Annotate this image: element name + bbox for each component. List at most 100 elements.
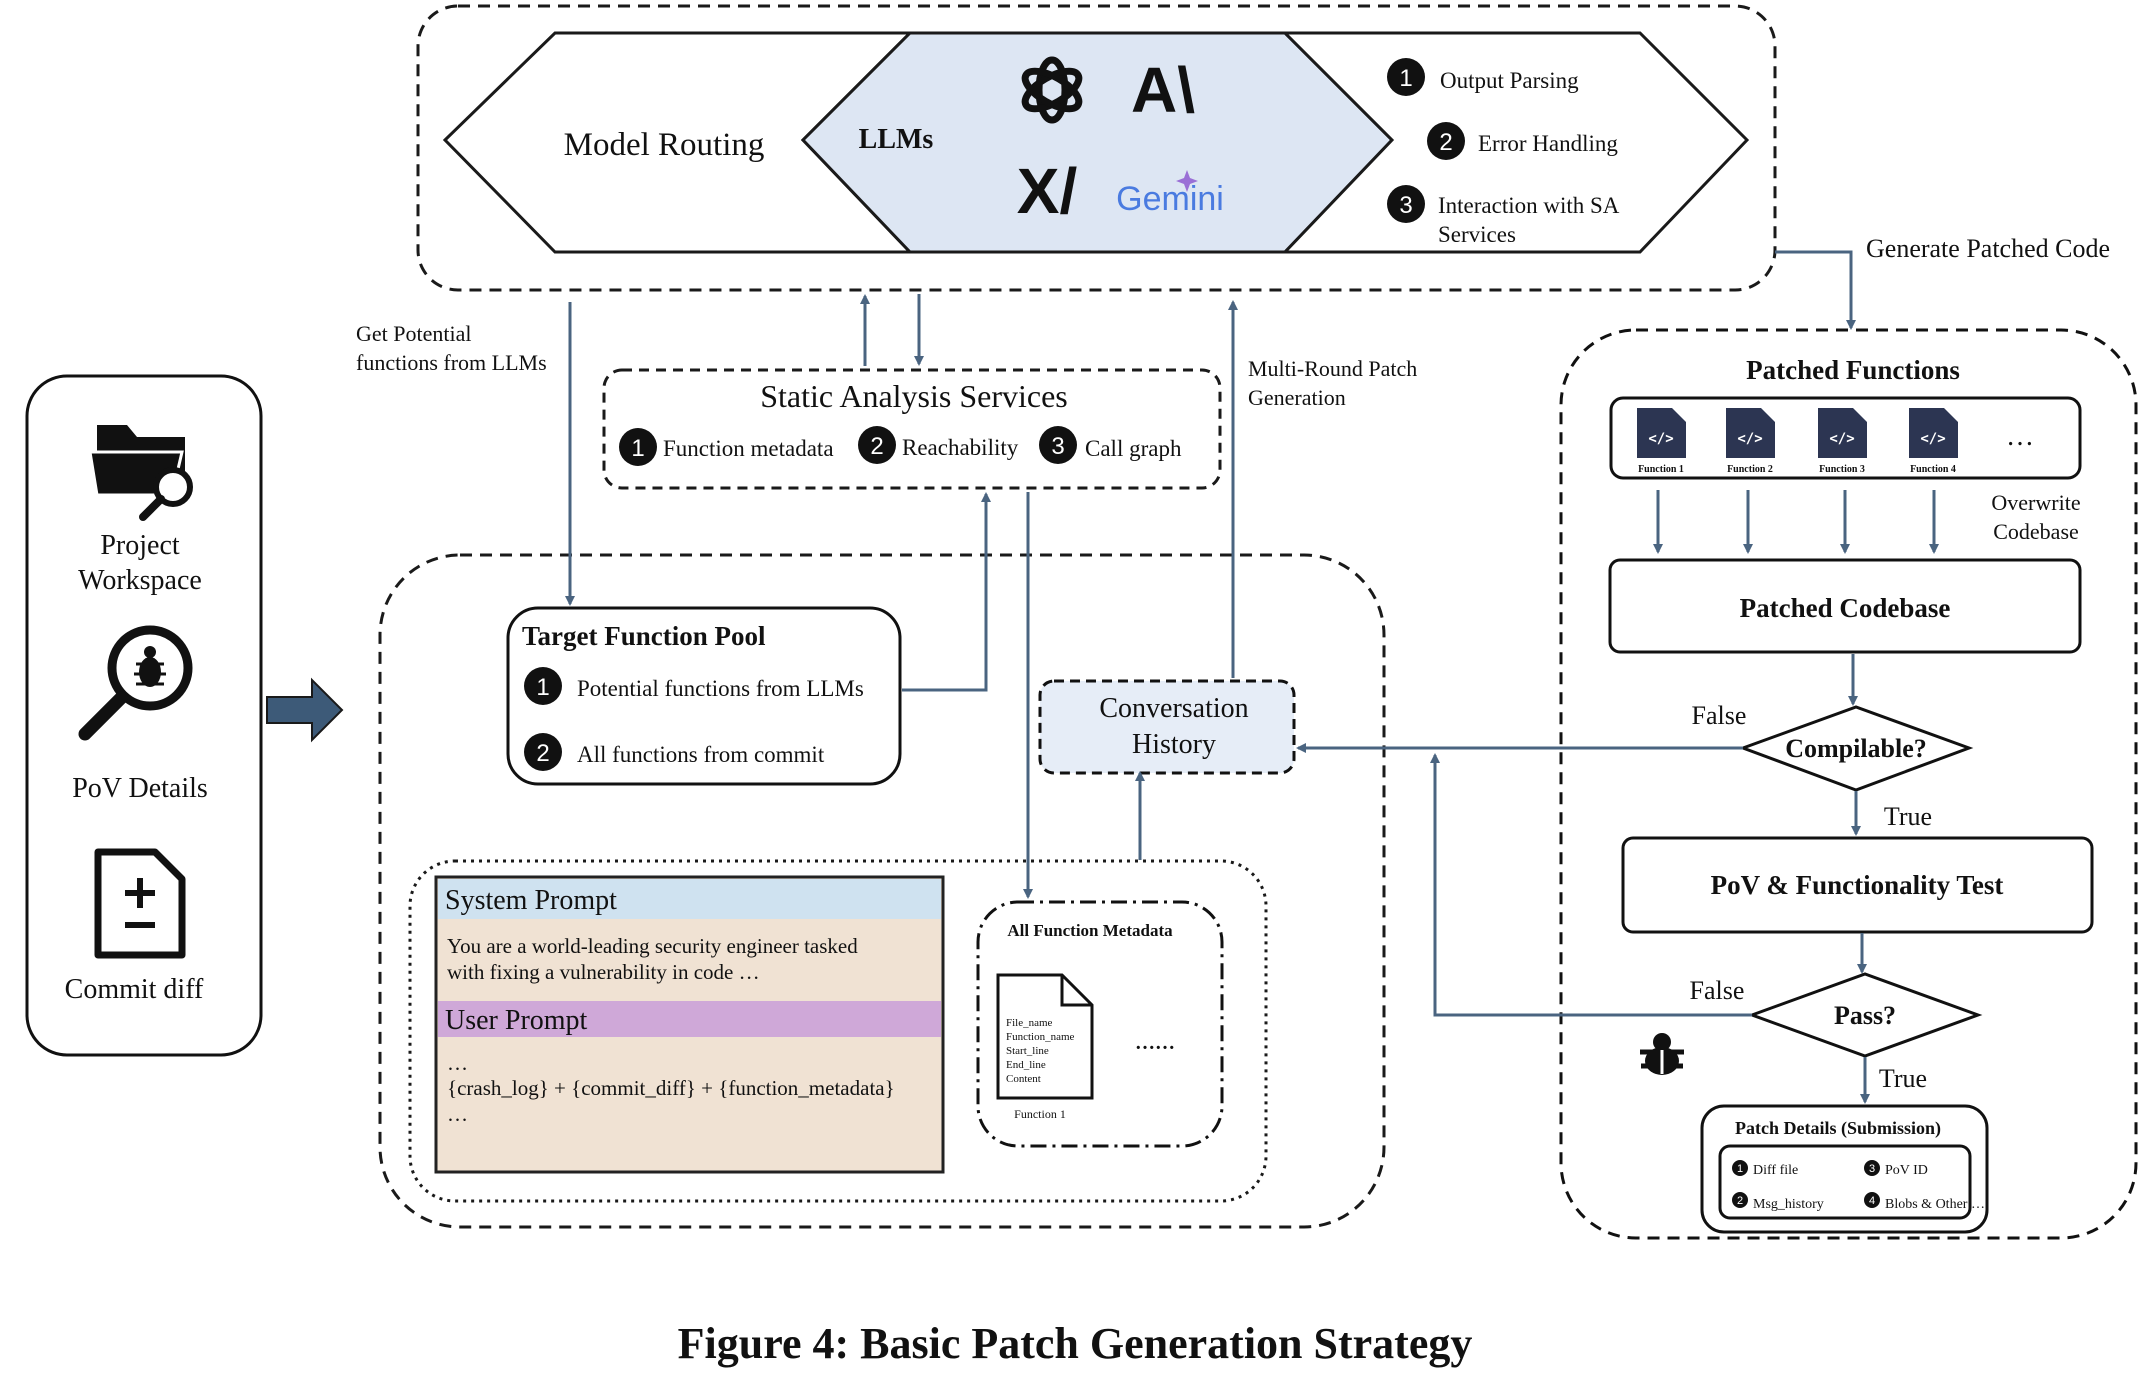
folder-search-icon bbox=[88, 425, 193, 521]
input-arrow-icon bbox=[266, 677, 344, 743]
metadata-file-caption: Function 1 bbox=[1014, 1107, 1066, 1121]
submission-items-box bbox=[1718, 1144, 1972, 1220]
overwrite-label-2: Codebase bbox=[1993, 519, 2079, 544]
sub-2-text: Msg_history bbox=[1753, 1197, 1824, 1212]
target-pool-title: Target Function Pool bbox=[522, 621, 766, 651]
pov-test-label: PoV & Functionality Test bbox=[1711, 870, 2004, 900]
patched-function-4: </> Function 4 bbox=[1909, 408, 1958, 475]
patched-function-2: </> Function 2 bbox=[1726, 408, 1775, 475]
system-prompt-line-2: with fixing a vulnerability in code … bbox=[447, 960, 760, 984]
step-error-handling: 2 Error Handling bbox=[1427, 122, 1618, 160]
sub-3-text: PoV ID bbox=[1885, 1163, 1928, 1178]
metadata-field-4: End_line bbox=[1006, 1059, 1046, 1071]
overwrite-label-1: Overwrite bbox=[1991, 490, 2080, 515]
function-file-icon bbox=[1909, 408, 1958, 458]
step-2-badge bbox=[1427, 122, 1465, 160]
sa-2-number: 2 bbox=[870, 433, 883, 460]
target-function-pool bbox=[506, 606, 902, 786]
conversation-label-1: Conversation bbox=[1099, 693, 1248, 724]
step-output-parsing: 1 Output Parsing bbox=[1387, 58, 1579, 96]
pov-details-label: PoV Details bbox=[72, 773, 208, 804]
patched-panel bbox=[1559, 328, 2138, 1240]
conversation-label-2: History bbox=[1132, 729, 1216, 760]
sa-1-text: Function metadata bbox=[663, 436, 834, 461]
sa-1-badge bbox=[619, 428, 657, 466]
pass-label: Pass? bbox=[1834, 1001, 1896, 1030]
tp-2-number: 2 bbox=[536, 740, 549, 767]
function-file-icon bbox=[1726, 408, 1775, 458]
sub-2-badge bbox=[1732, 1192, 1748, 1208]
patched-function-1: </> Function 1 bbox=[1637, 408, 1686, 475]
system-prompt-title: System Prompt bbox=[445, 885, 617, 916]
user-prompt-line-1: … bbox=[447, 1051, 468, 1075]
pass-decision bbox=[1747, 972, 1983, 1058]
prompt-area-container bbox=[408, 859, 1268, 1203]
submission-title: Patch Details (Submission) bbox=[1735, 1118, 1941, 1139]
sub-1-number: 1 bbox=[1737, 1163, 1743, 1175]
model-routing-label: Model Routing bbox=[564, 127, 765, 163]
work-area-container bbox=[378, 553, 1386, 1229]
sa-3-text: Call graph bbox=[1085, 436, 1182, 461]
patched-function-1-label: Function 1 bbox=[1638, 464, 1684, 475]
metadata-file-fold bbox=[1060, 975, 1092, 1007]
patched-function-3-label: Function 3 bbox=[1819, 464, 1865, 475]
arrow-pass-false-to-conversation bbox=[1430, 753, 1752, 1017]
step-1-text: Output Parsing bbox=[1440, 68, 1579, 93]
function-file-icon bbox=[1637, 408, 1686, 458]
function-file-icon bbox=[1818, 408, 1867, 458]
multi-round-label-1: Multi-Round Patch bbox=[1248, 356, 1417, 381]
user-prompt-line-2: {crash_log} + {commit_diff} + {function_… bbox=[447, 1076, 895, 1100]
step-1-number: 1 bbox=[1399, 65, 1412, 92]
static-analysis-title: Static Analysis Services bbox=[760, 378, 1068, 414]
sa-1-number: 1 bbox=[631, 435, 644, 462]
step-3-badge bbox=[1387, 185, 1425, 223]
xai-logo-icon: X/ bbox=[1017, 155, 1078, 227]
project-workspace-label-1: Project bbox=[100, 530, 180, 561]
user-prompt-header bbox=[438, 1001, 941, 1037]
user-prompt-title: User Prompt bbox=[445, 1005, 588, 1036]
metadata-ellipsis: …… bbox=[1135, 1032, 1175, 1054]
function-code-icon: </> bbox=[1648, 431, 1673, 447]
sub-4-number: 4 bbox=[1869, 1195, 1875, 1207]
metadata-field-2: Function_name bbox=[1006, 1031, 1075, 1043]
patched-codebase-label: Patched Codebase bbox=[1740, 593, 1951, 623]
sub-4-text: Blobs & Other … bbox=[1885, 1197, 1985, 1212]
step-3-text-line2: Services bbox=[1438, 222, 1516, 247]
pass-false-label: False bbox=[1690, 976, 1745, 1005]
step-3-number: 3 bbox=[1399, 192, 1412, 219]
inputs-panel bbox=[25, 374, 263, 1057]
sa-3-number: 3 bbox=[1051, 433, 1064, 460]
compilable-decision bbox=[1738, 705, 1974, 792]
metadata-field-5: Content bbox=[1006, 1073, 1041, 1085]
step-2-number: 2 bbox=[1439, 129, 1452, 156]
step-interaction-sa: 3 Interaction with SA Services bbox=[1387, 185, 1620, 247]
pov-functionality-test-box bbox=[1621, 836, 2094, 934]
generate-patched-code-label: Generate Patched Code bbox=[1866, 234, 2110, 263]
multi-round-label-2: Generation bbox=[1248, 385, 1346, 410]
sub-1-text: Diff file bbox=[1753, 1163, 1798, 1178]
llm-routing-container bbox=[416, 4, 1777, 292]
gemini-sparkle-icon bbox=[1176, 170, 1198, 192]
project-workspace-label-2: Workspace bbox=[78, 565, 202, 596]
gemini-logo-icon: Gemini bbox=[1116, 180, 1224, 218]
compilable-true-label: True bbox=[1884, 802, 1932, 831]
sub-3-number: 3 bbox=[1869, 1163, 1875, 1175]
patched-functions-title: Patched Functions bbox=[1746, 355, 1960, 385]
sub-2-number: 2 bbox=[1737, 1195, 1743, 1207]
sa-2-text: Reachability bbox=[902, 435, 1019, 460]
patched-function-3: </> Function 3 bbox=[1818, 408, 1867, 475]
patched-function-4-label: Function 4 bbox=[1910, 464, 1956, 475]
bug-search-icon bbox=[78, 625, 193, 741]
sa-3-badge bbox=[1039, 426, 1077, 464]
user-prompt-line-3: … bbox=[447, 1102, 468, 1126]
function-code-icon: </> bbox=[1829, 431, 1854, 447]
anthropic-logo-icon: A\ bbox=[1131, 54, 1195, 126]
function-code-icon: </> bbox=[1737, 431, 1762, 447]
sa-2-badge bbox=[858, 426, 896, 464]
sub-4-badge bbox=[1864, 1192, 1880, 1208]
tp-1-number: 1 bbox=[536, 674, 549, 701]
tp-1-badge bbox=[524, 667, 562, 705]
system-prompt-line-1: You are a world-leading security enginee… bbox=[447, 934, 858, 958]
patched-codebase-box bbox=[1608, 558, 2082, 654]
